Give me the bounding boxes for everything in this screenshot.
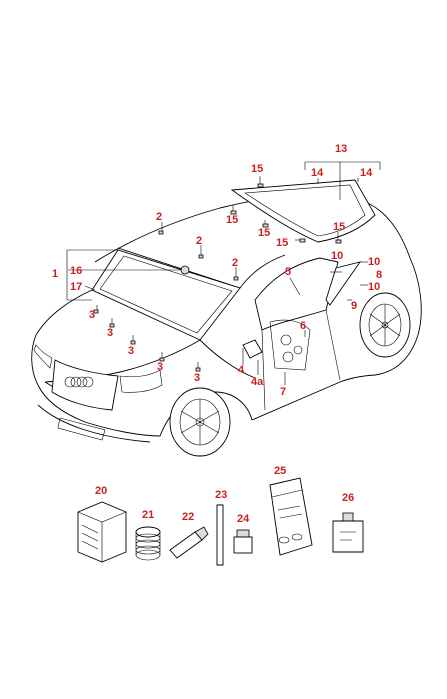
callout-2: 2 [196,235,202,247]
callout-22: 22 [182,511,194,523]
callout-14: 14 [360,167,373,179]
callout-3: 3 [128,345,134,357]
callout-10: 10 [331,250,343,262]
item-21-roll [135,526,161,561]
car-body-drawing [31,179,422,457]
leader-lines [66,161,381,385]
callout-3: 3 [107,327,113,339]
callout-16: 16 [70,265,82,277]
callout-23: 23 [215,489,227,501]
callout-4: 4 [238,364,245,376]
callout-4a: 4a [251,376,264,388]
callout-7: 7 [280,386,286,398]
callout-3: 2 [232,257,238,269]
rear-wheel [359,292,411,358]
callout-3: 3 [157,361,163,373]
callout-13: 13 [335,143,347,155]
callout-26: 26 [342,492,354,504]
clip-markers [93,183,342,372]
audi-rings-logo [64,376,94,388]
front-wheel [169,387,231,457]
callout-9: 9 [351,300,357,312]
callout-10: 10 [368,281,380,293]
item-25-case [269,477,313,556]
callout-21: 21 [142,509,154,521]
callout-labels: 1 2 2 2 3 3 3 3 3 4 4a 5 6 7 8 9 10 10 1… [52,143,382,525]
callout-3: 3 [194,372,200,384]
item-26-bottle [332,512,364,553]
callout-2: 2 [156,211,162,223]
item-24-jar [233,529,253,554]
callout-5: 5 [285,266,291,278]
callout-17: 17 [70,281,82,293]
callout-3: 3 [89,309,95,321]
callout-15: 15 [333,221,345,233]
callout-1: 1 [52,268,58,280]
callout-6: 6 [300,320,306,332]
callout-15: 15 [276,237,288,249]
callout-15: 15 [226,214,238,226]
callout-10: 10 [368,256,380,268]
callout-25: 25 [274,465,286,477]
callout-24: 24 [237,513,250,525]
callout-15: 15 [258,227,270,239]
item-23-rod [216,504,224,566]
callout-14: 14 [311,167,324,179]
callout-15: 15 [251,163,263,175]
callout-20: 20 [95,485,107,497]
item-22-tube [169,526,209,559]
callout-8: 8 [376,269,382,281]
item-20-box [77,501,127,563]
